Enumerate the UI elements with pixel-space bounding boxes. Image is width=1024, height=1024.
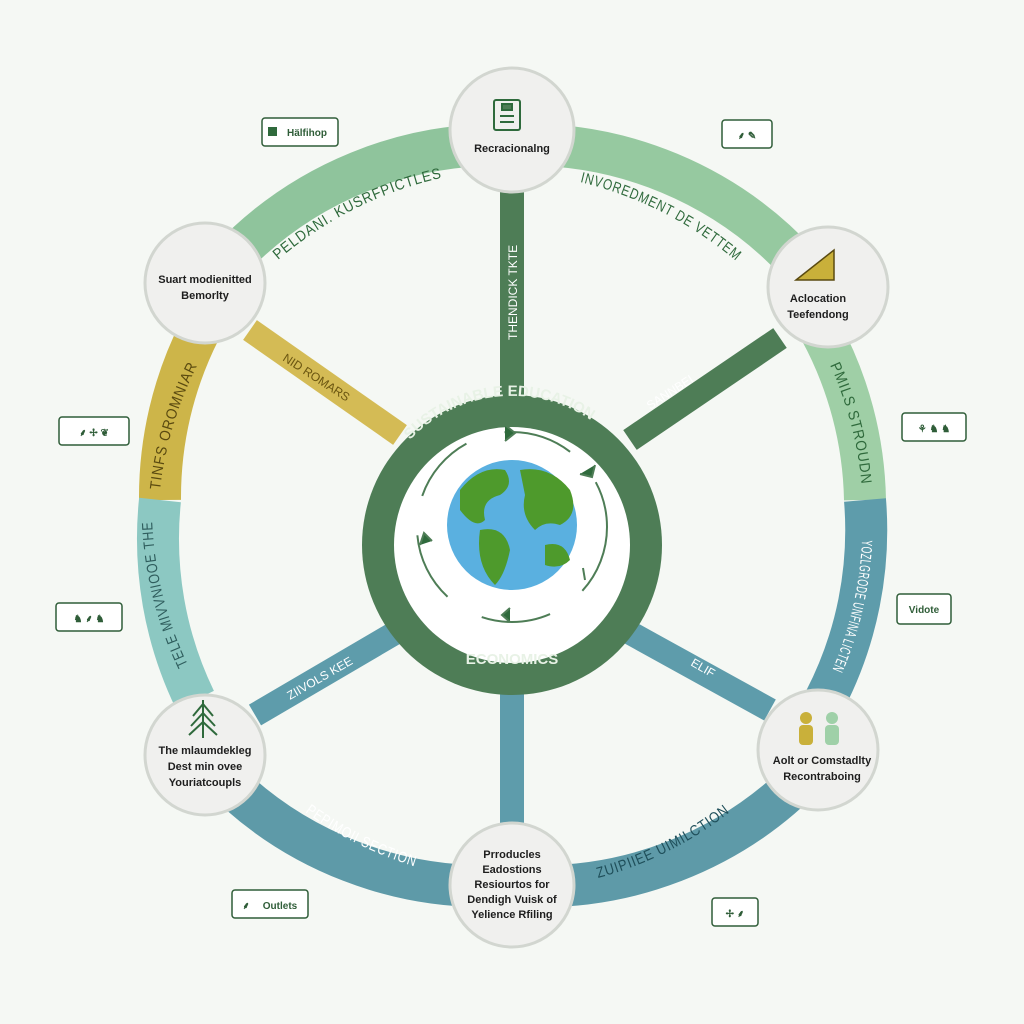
node-label: Resiourtos for (474, 879, 550, 891)
leaf-icon (268, 127, 277, 136)
side-box: ⸙ ✎ (721, 119, 773, 149)
node-label: Recontraboing (783, 771, 861, 783)
node-label: Bemorlty (181, 290, 230, 302)
node-label: Eadostions (482, 864, 541, 876)
spoke (619, 619, 776, 721)
node-label: Suart modienitted (158, 274, 252, 286)
plant-icon: ⸙ ✎ (738, 131, 757, 142)
center-hub: SUSTAINABLE EDUCATION ECONOMICS (362, 383, 662, 695)
spoke (248, 619, 407, 726)
side-box: Hälfihop (261, 117, 339, 147)
side-box: ⚘ ♞ ♞ (901, 412, 967, 442)
ring-segment (137, 497, 215, 710)
node-top[interactable]: Recracionalng (448, 66, 576, 194)
node-upper-left[interactable]: Suart modienitted Bemorlty (143, 221, 267, 345)
node-lower-right[interactable]: Aolt or Comstadlty Recontraboing (756, 688, 880, 812)
ring-segment (138, 320, 219, 501)
node-upper-right[interactable]: Aclocation Teefendong (766, 225, 890, 349)
people-icon (799, 712, 839, 745)
node-label: Yelience Rfiling (471, 909, 552, 921)
plant-icon: ⸙ ✢ ❦ (79, 428, 109, 439)
clipboard-icon (493, 99, 521, 131)
side-box: ♞ ⸙ ♞ (55, 602, 123, 632)
side-box: ⸙ Outlets (231, 889, 309, 919)
side-box: ⸙ ✢ ❦ (58, 416, 130, 446)
chart-icon (793, 248, 835, 281)
spokes (243, 185, 787, 830)
node-label: Teefendong (787, 309, 849, 321)
side-box-label: Outlets (263, 901, 298, 912)
node-label: The mlaumdekleg (159, 745, 252, 757)
spoke (243, 320, 407, 445)
side-box: ✢ ⸙ (711, 897, 759, 927)
node-label: Aclocation (790, 293, 847, 305)
spoke (623, 328, 787, 450)
center-subtitle: ECONOMICS (466, 651, 559, 668)
animals-icon: ⚘ ♞ ♞ (918, 424, 950, 435)
node-bottom[interactable]: Prroducles Eadostions Resiourtos for Den… (448, 821, 576, 949)
globe-icon (447, 460, 577, 590)
animals-icon: ♞ ⸙ ♞ (74, 614, 105, 625)
node-label: Recracionalng (474, 143, 550, 155)
tree-icon (188, 700, 218, 738)
cycle-arrows-icon (416, 424, 608, 623)
spoke-label: NID ROMARS (280, 351, 352, 404)
side-box-label: Vidote (909, 605, 940, 616)
node-label: Prroducles (483, 849, 540, 861)
node-label: Dendigh Vuisk of (467, 894, 557, 906)
side-box-label: Hälfihop (287, 128, 327, 139)
nodes: Recracionalng Suart modienitted Bemorlty… (143, 66, 890, 949)
node-label: Dest min ovee (168, 761, 243, 773)
side-boxes: Hälfihop ⸙ ✎ ⸙ ✢ ❦ ⚘ ♞ ♞ ♞ ⸙ ♞ Vidote ⸙ O… (55, 117, 967, 927)
node-label: Aolt or Comstadlty (773, 755, 872, 767)
grass-icon: ⸙ (242, 901, 250, 912)
side-box: Vidote (896, 593, 952, 625)
spoke-label: THENDICK TKTE (506, 245, 520, 340)
plant-icon: ✢ ⸙ (726, 909, 745, 920)
node-label: Youriatcoupls (169, 777, 242, 789)
node-lower-left[interactable]: The mlaumdekleg Dest min ovee Youriatcou… (143, 693, 267, 817)
ring-segment (806, 498, 888, 710)
